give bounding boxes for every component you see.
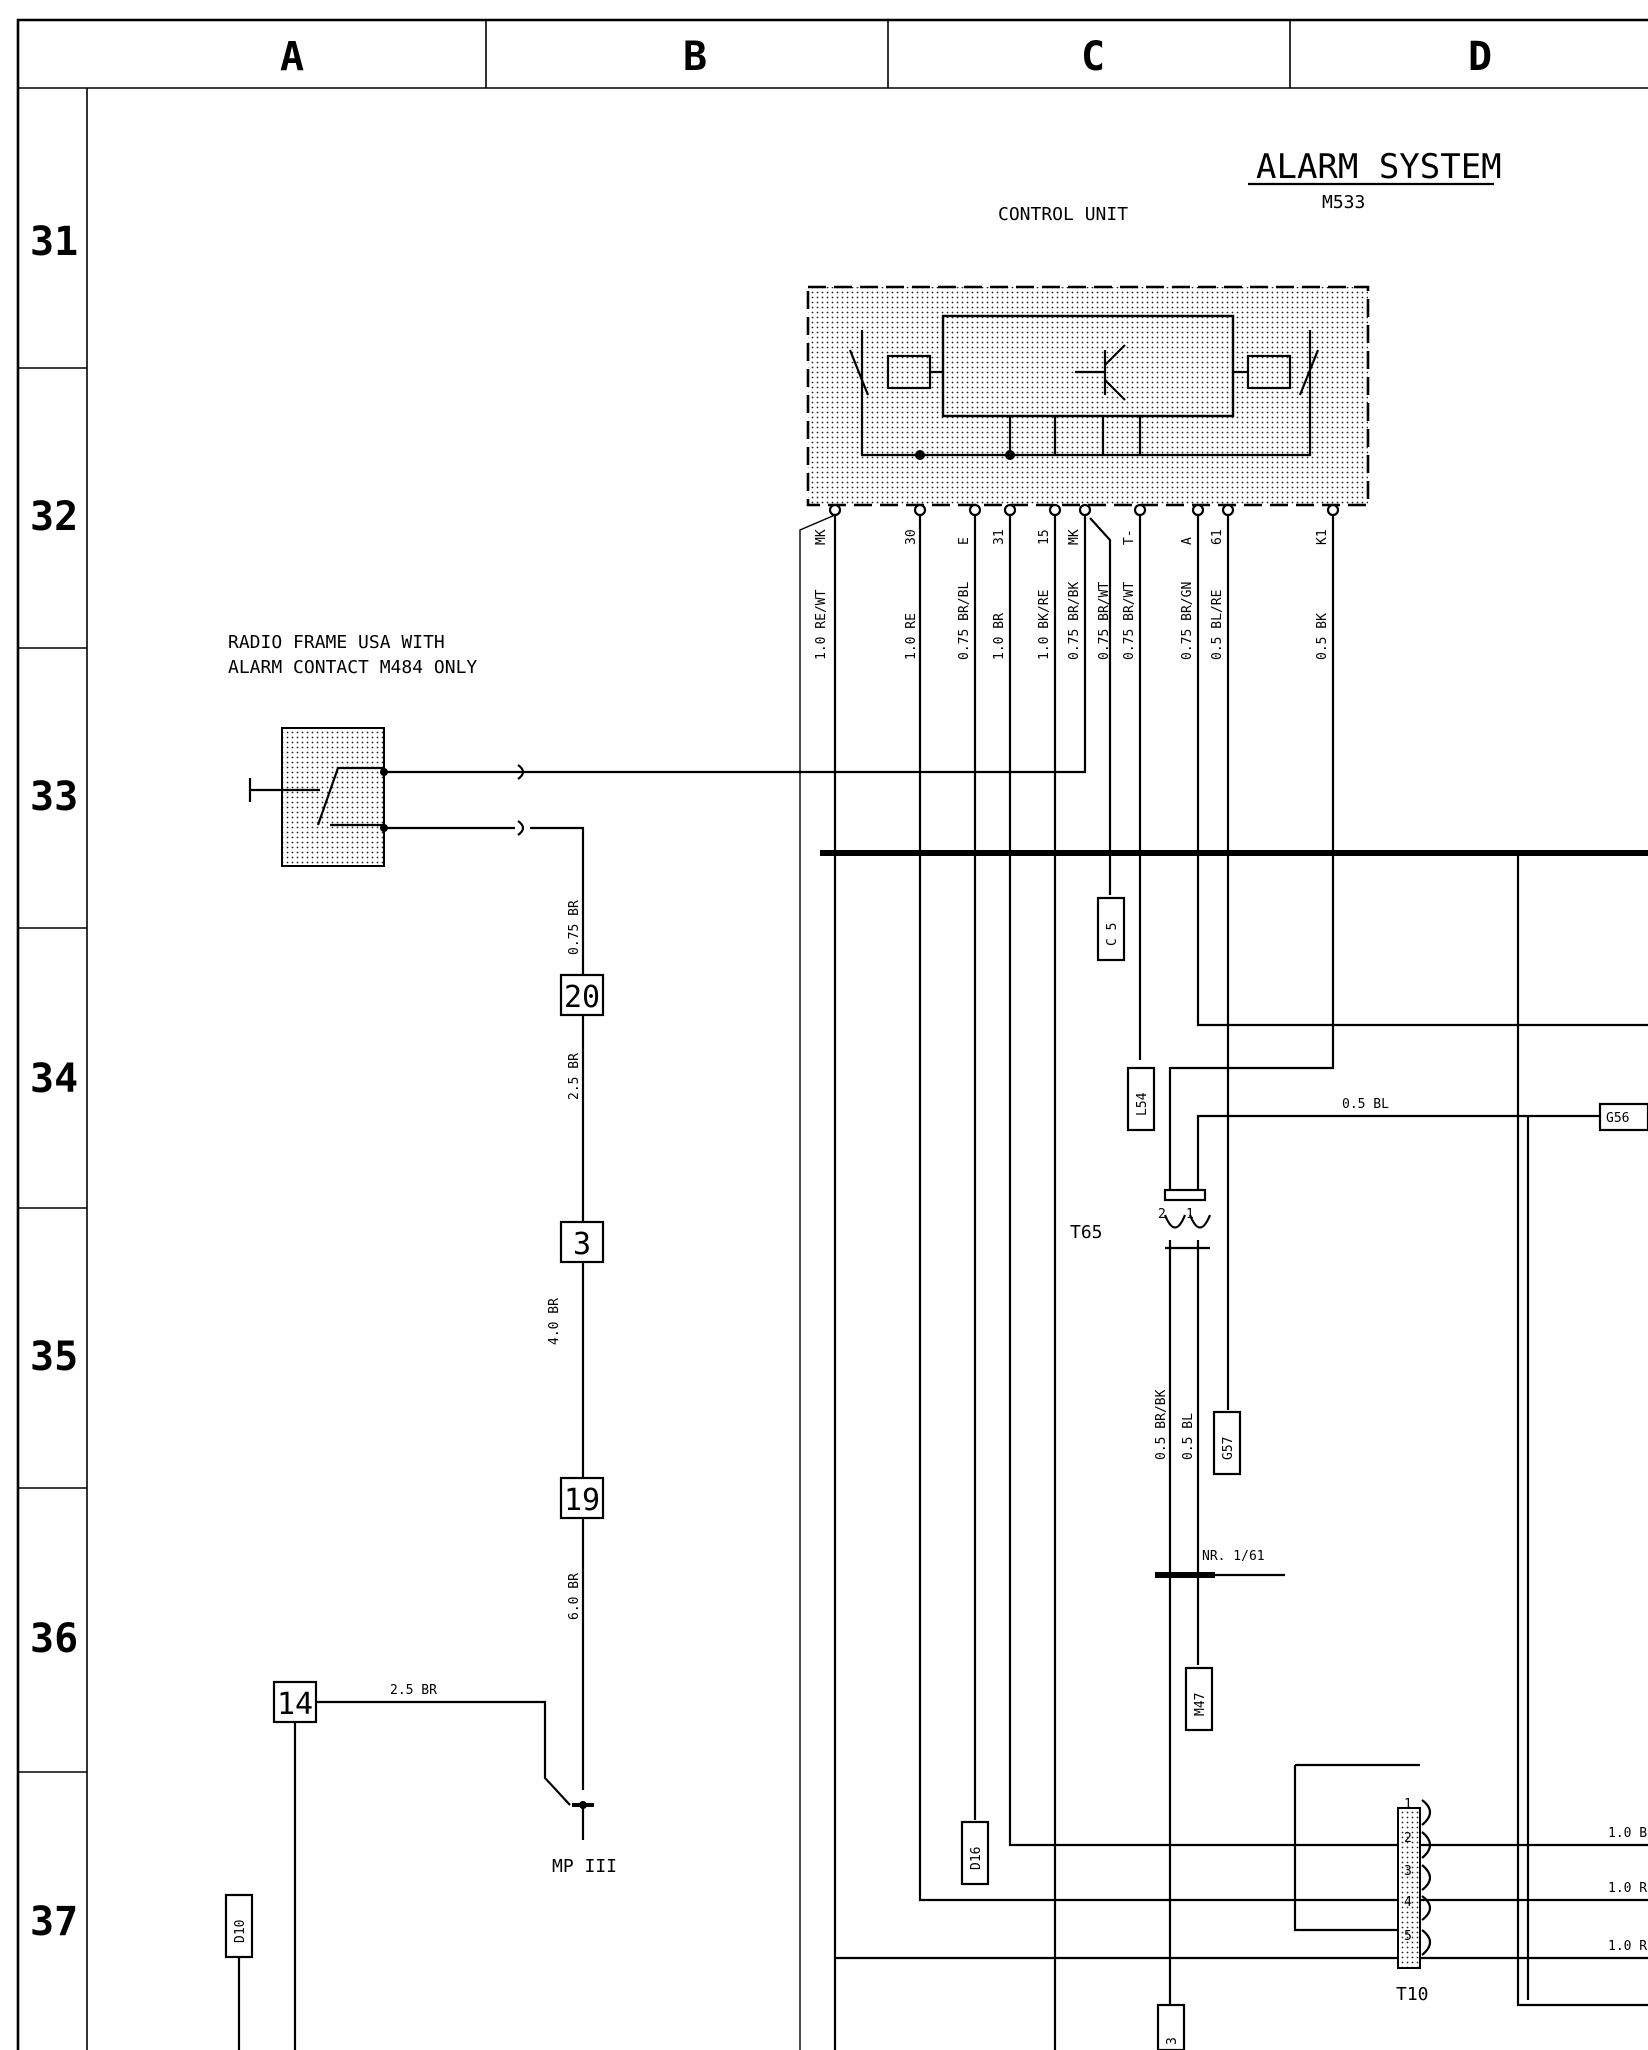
wire-label-075-br-wt-1: 0.75 BR/WT bbox=[1097, 582, 1112, 660]
row-label-34: 34 bbox=[30, 1056, 78, 1102]
wire-label-075-br-wt-2: 0.75 BR/WT bbox=[1122, 582, 1137, 660]
pin-label-31: 31 bbox=[992, 529, 1007, 545]
wire-label-10-re-wt: 1.0 RE/WT bbox=[814, 589, 829, 660]
t65-wire-1: 0.5 BR/BK bbox=[1154, 1389, 1169, 1460]
ref-box-d16 bbox=[960, 1820, 990, 1886]
ref-label-d10: D10 bbox=[233, 1920, 248, 1943]
wire-label-075-br-bl: 0.75 BR/BL bbox=[957, 582, 972, 660]
ref-box-g57 bbox=[1212, 1410, 1242, 1476]
control-unit-label: CONTROL UNIT bbox=[998, 204, 1128, 225]
ref-label-m47: M47 bbox=[1193, 1693, 1208, 1716]
title-code: M533 bbox=[1322, 192, 1365, 213]
ground-box-20 bbox=[559, 973, 605, 1017]
ground-box-3 bbox=[559, 1220, 605, 1264]
connector-t10: 1 2 3 4 5 T10 bbox=[1396, 1797, 1432, 2005]
ref-box-g56 bbox=[1598, 1102, 1648, 1132]
pin-label-t: T- bbox=[1122, 529, 1137, 545]
pin-label-k1: K1 bbox=[1315, 529, 1330, 545]
pin-label-mk2: MK bbox=[1067, 529, 1082, 545]
control-unit bbox=[806, 285, 1370, 507]
relay-right bbox=[1246, 354, 1292, 390]
reference-boxes: C 5 L54 G56 G57 M47 D16 D10 3 bbox=[224, 896, 1648, 2050]
row-label-31: 31 bbox=[30, 219, 78, 265]
ground-box-19-label: 19 bbox=[564, 1483, 600, 1518]
ref-label-g57: G57 bbox=[1221, 1437, 1236, 1460]
column-label-b: B bbox=[683, 34, 707, 80]
wire-label-05-bl-re: 0.5 BL/RE bbox=[1210, 590, 1225, 660]
ground-wire-label-5: 2.5 BR bbox=[390, 1683, 437, 1698]
sheet-frame bbox=[16, 18, 1648, 2050]
row-label-35: 35 bbox=[30, 1334, 78, 1380]
ref-box-c5 bbox=[1096, 896, 1126, 962]
wire-label-05-bk: 0.5 BK bbox=[1315, 613, 1330, 660]
ground-box-19 bbox=[559, 1476, 605, 1520]
ground-path: 20 3 19 14 0.75 BR 2.5 BR 4.0 BR 6.0 BR … bbox=[272, 900, 617, 2050]
t65-pin-2: 2 bbox=[1158, 1207, 1166, 1222]
ref-label-g56: G56 bbox=[1606, 1111, 1629, 1126]
t65-wire-2: 0.5 BL bbox=[1181, 1413, 1196, 1460]
column-headers: A B C D bbox=[280, 34, 1492, 80]
ref-label-3: 3 bbox=[1165, 2037, 1180, 2045]
pin-label-30: 30 bbox=[904, 529, 919, 545]
row-label-32: 32 bbox=[30, 494, 78, 540]
pin-label-15: 15 bbox=[1037, 529, 1052, 545]
wire-label-075-br-gn: 0.75 BR/GN bbox=[1180, 582, 1195, 660]
ref-box-d10 bbox=[224, 1893, 254, 1959]
diagram-title: ALARM SYSTEM bbox=[1256, 147, 1502, 187]
column-label-c: C bbox=[1081, 34, 1105, 80]
pin-label-e: E bbox=[957, 537, 972, 545]
wire-label-10-br: 1.0 BR bbox=[992, 613, 1007, 660]
t10-pin-3: 3 bbox=[1404, 1864, 1412, 1879]
wire-label-05-bl: 0.5 BL bbox=[1342, 1097, 1389, 1112]
ground-box-20-label: 20 bbox=[564, 980, 600, 1015]
row-label-33: 33 bbox=[30, 774, 78, 820]
connector-t65: T65 2 1 0.5 BR/BK 0.5 BL bbox=[1070, 1188, 1212, 1460]
pin-label-mk1: MK bbox=[814, 529, 829, 545]
control-unit-pins: MK 30 E 31 15 MK T- A 61 K1 1.0 RE/WT 1.… bbox=[814, 503, 1340, 660]
right-wire-label-1: 1.0 B bbox=[1608, 1826, 1647, 1841]
t10-pin-4: 4 bbox=[1404, 1895, 1412, 1910]
row-label-36: 36 bbox=[30, 1616, 78, 1662]
t10-pin-2: 2 bbox=[1404, 1831, 1412, 1846]
ref-label-c5: C 5 bbox=[1105, 923, 1120, 946]
row-headers: 31 32 33 34 35 36 37 bbox=[30, 219, 78, 1945]
nr-label: NR. 1/61 bbox=[1202, 1549, 1265, 1564]
radio-frame-contact: RADIO FRAME USA WITH ALARM CONTACT M484 … bbox=[228, 632, 585, 1790]
connector-t65-label: T65 bbox=[1070, 1222, 1103, 1243]
right-wire-label-2: 1.0 R bbox=[1608, 1881, 1647, 1896]
connector-t10-label: T10 bbox=[1396, 1984, 1429, 2005]
right-wire-label-3: 1.0 R bbox=[1608, 1939, 1647, 1954]
pin-label-a: A bbox=[1180, 537, 1195, 545]
wire-label-10-re: 1.0 RE bbox=[904, 613, 919, 660]
ground-box-3-label: 3 bbox=[573, 1227, 591, 1262]
wire-label-10-bk-re: 1.0 BK/RE bbox=[1037, 590, 1052, 660]
ground-point-label: MP III bbox=[552, 1856, 617, 1877]
ref-label-d16: D16 bbox=[969, 1847, 984, 1870]
ground-box-14-label: 14 bbox=[277, 1687, 313, 1722]
radio-frame-label-line1: RADIO FRAME USA WITH bbox=[228, 632, 445, 653]
ground-wire-label-1: 0.75 BR bbox=[567, 900, 582, 955]
ref-box-3 bbox=[1156, 2003, 1186, 2050]
wire-harness bbox=[515, 514, 1648, 2050]
column-label-a: A bbox=[280, 34, 304, 80]
ground-box-14 bbox=[272, 1680, 318, 1724]
transistor-symbol bbox=[1075, 344, 1126, 401]
ground-wire-label-2: 2.5 BR bbox=[567, 1053, 582, 1100]
row-label-37: 37 bbox=[30, 1899, 78, 1945]
wire-label-075-br-bk: 0.75 BR/BK bbox=[1067, 582, 1082, 660]
ref-box-l54 bbox=[1126, 1066, 1156, 1132]
ground-wire-label-3: 4.0 BR bbox=[547, 1298, 562, 1345]
relay-left bbox=[886, 354, 932, 390]
pin-label-61: 61 bbox=[1210, 529, 1225, 545]
ground-wire-label-4: 6.0 BR bbox=[567, 1573, 582, 1620]
t10-pin-5: 5 bbox=[1404, 1929, 1412, 1944]
ref-label-l54: L54 bbox=[1135, 1092, 1150, 1116]
t10-pin-1: 1 bbox=[1404, 1797, 1412, 1812]
t65-pin-1: 1 bbox=[1186, 1207, 1194, 1222]
radio-frame-label-line2: ALARM CONTACT M484 ONLY bbox=[228, 657, 477, 678]
ref-box-m47 bbox=[1184, 1666, 1214, 1732]
column-label-d: D bbox=[1468, 34, 1492, 80]
